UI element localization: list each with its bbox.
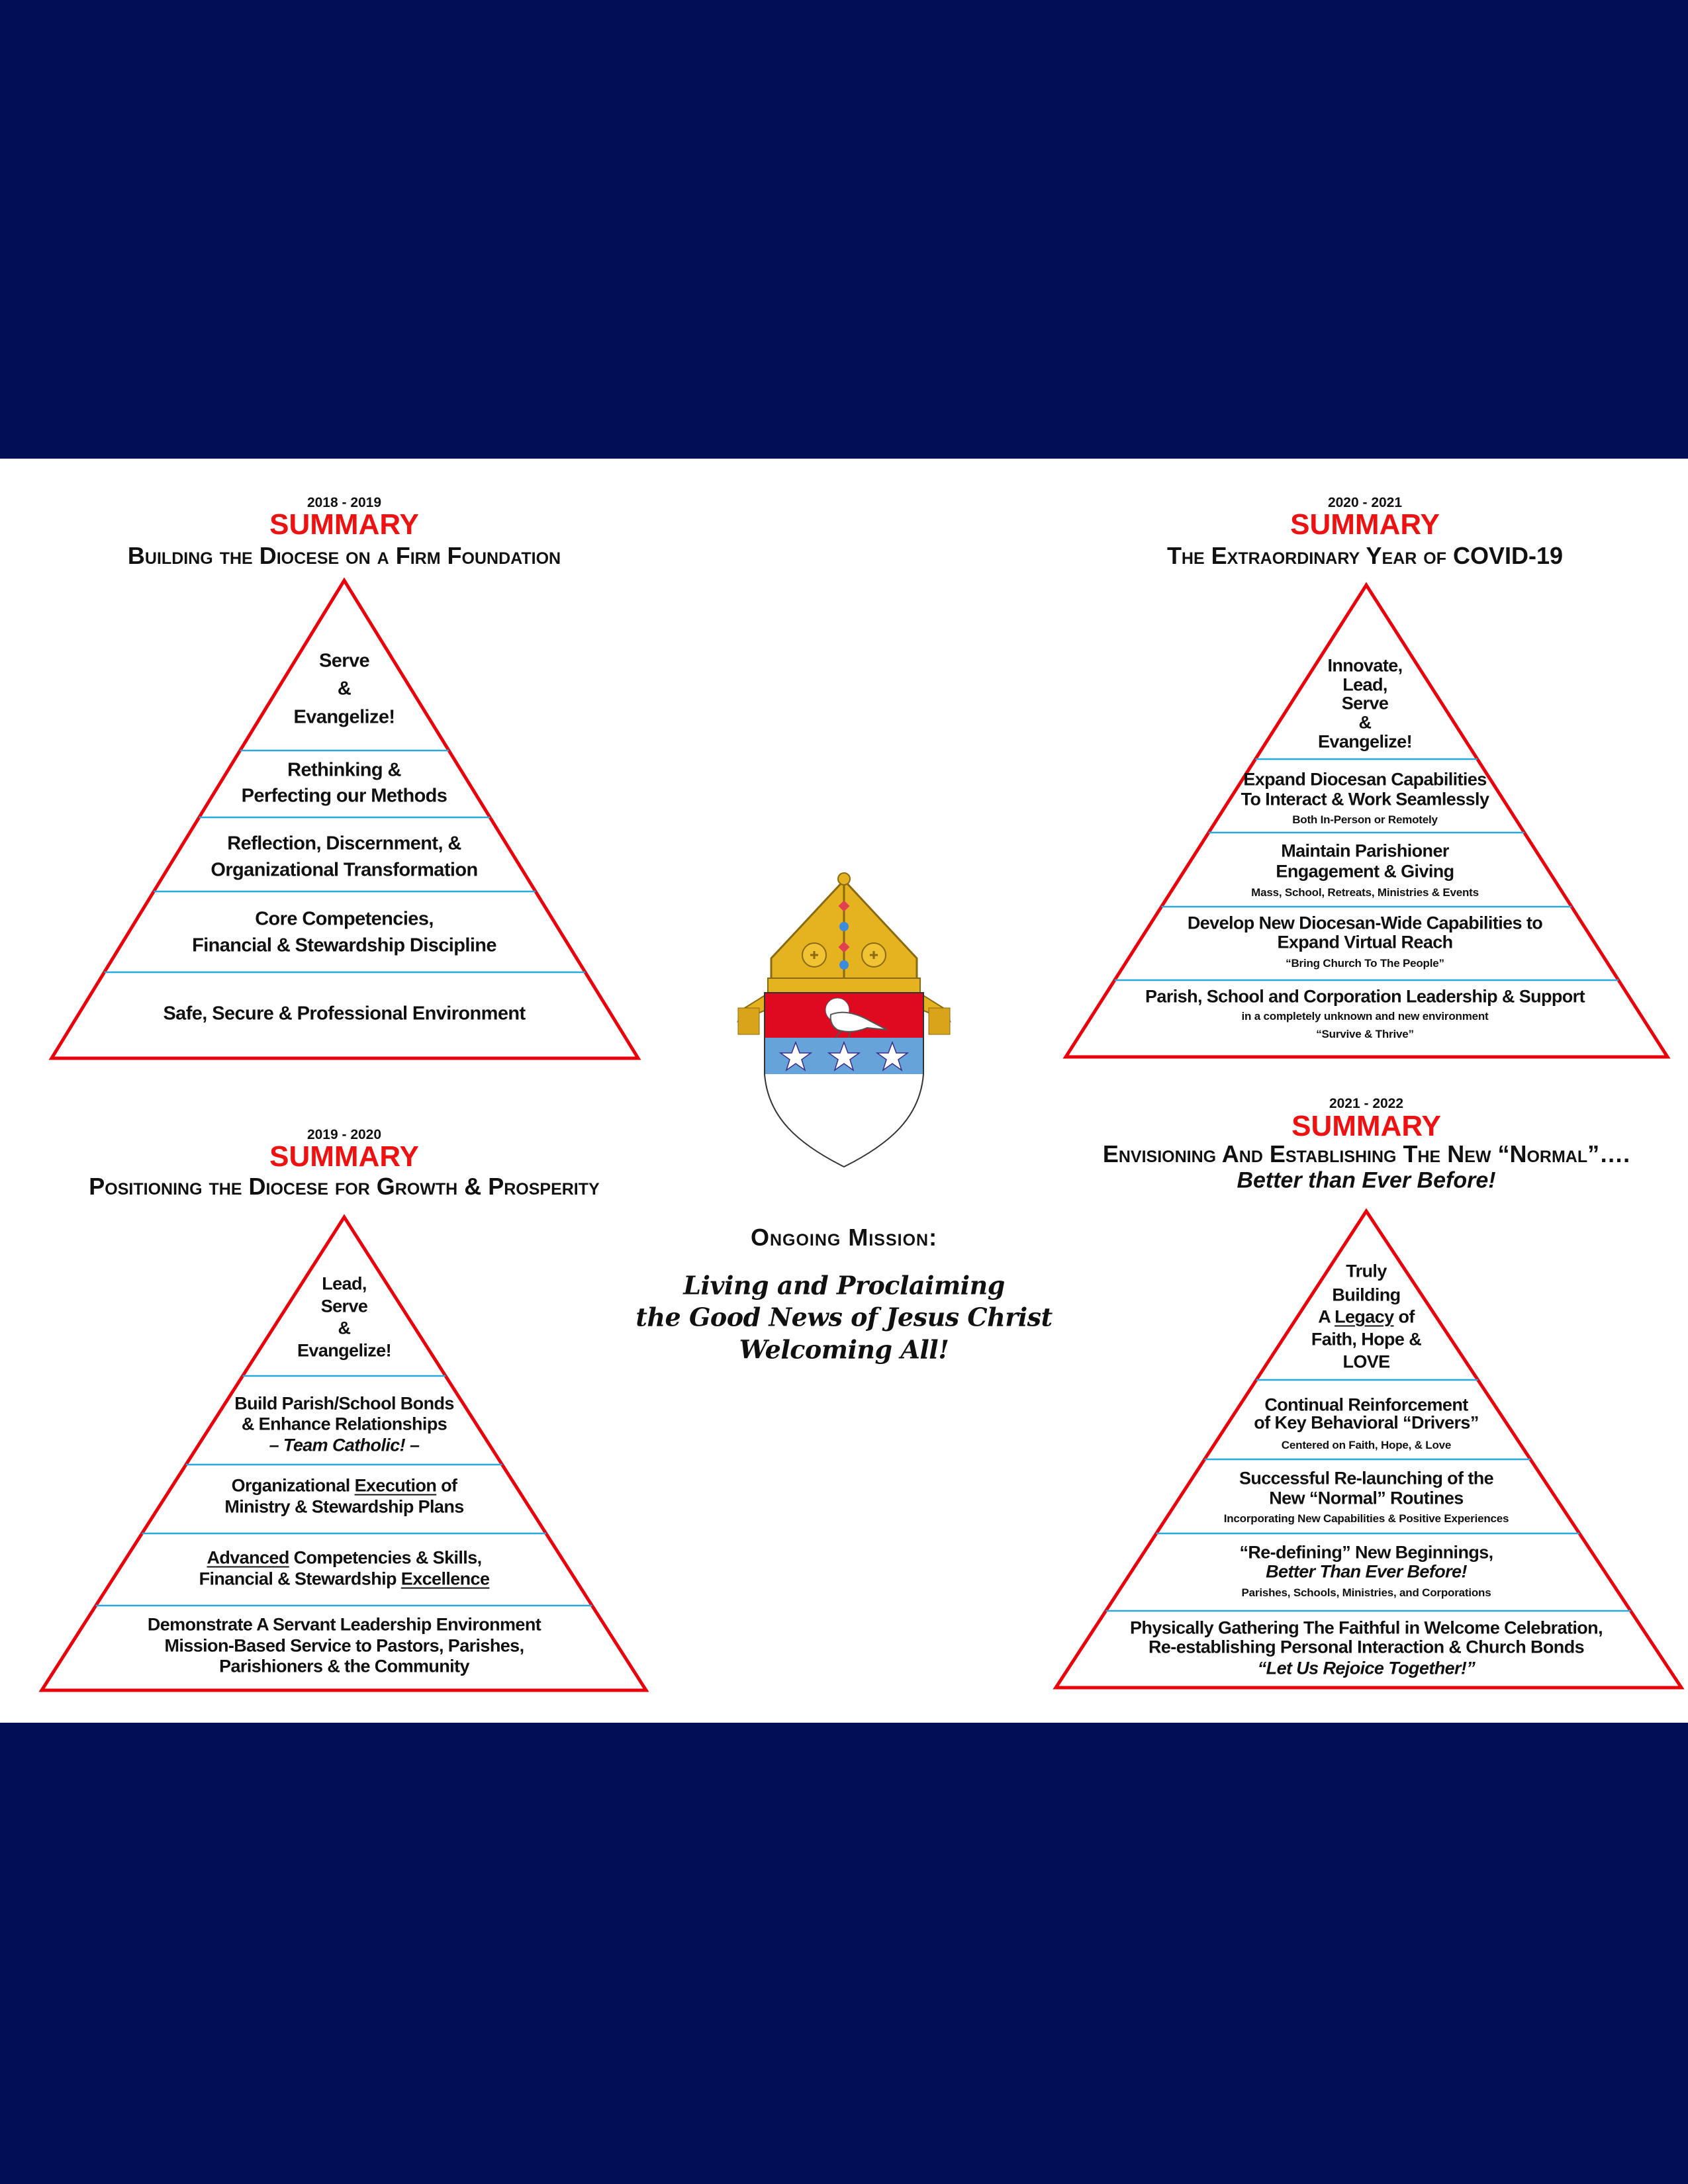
tier-2-text: of Key Behavioral “Drivers” bbox=[1254, 1412, 1479, 1433]
summary-tagline: Better than Ever Before! bbox=[1237, 1167, 1496, 1193]
tier-1-text: Serve bbox=[320, 1296, 368, 1316]
underlined-word: Advanced bbox=[207, 1547, 289, 1568]
year-range: 2020 - 2021 bbox=[1327, 495, 1403, 510]
mission-heading: Ongoing Mission: bbox=[750, 1224, 938, 1251]
tier-4-text: Better Than Ever Before! bbox=[1266, 1561, 1467, 1582]
tier-4-text: Financial & Stewardship Excellence bbox=[199, 1569, 490, 1589]
year-range: 2018 - 2019 bbox=[306, 495, 382, 510]
tier-3-text: Mass, School, Retreats, Ministries & Eve… bbox=[1251, 886, 1479, 899]
summary-subtitle: The Extraordinary Year of COVID-19 bbox=[1166, 542, 1564, 569]
eagle-icon bbox=[825, 997, 888, 1038]
summary-subtitle: Building the Diocese on a Firm Foundatio… bbox=[127, 542, 561, 569]
summary-heading: SUMMARY bbox=[1290, 508, 1440, 541]
underlined-word: Execution bbox=[354, 1475, 437, 1496]
tier-4-text: Expand Virtual Reach bbox=[1277, 932, 1453, 952]
tier-1-text: Evangelize! bbox=[293, 706, 396, 728]
tier-3-text: Engagement & Giving bbox=[1276, 861, 1454, 882]
summary-subtitle: Positioning the Diocese for Growth & Pro… bbox=[89, 1173, 600, 1200]
tier-2-text: To Interact & Work Seamlessly bbox=[1241, 789, 1489, 809]
mission-line: the Good News of Jesus Christ bbox=[635, 1302, 1053, 1332]
pyramid-outline-2021-2022 bbox=[1053, 1208, 1685, 1690]
tier-1-text: Evangelize! bbox=[1318, 731, 1413, 752]
tier-1-text: Serve bbox=[1341, 693, 1389, 713]
tier-3-text: New “Normal” Routines bbox=[1269, 1488, 1464, 1508]
tier-4-text: Advanced Competencies & Skills, bbox=[207, 1547, 482, 1568]
tier-1-text: Building bbox=[1332, 1285, 1401, 1305]
tier-5-text: Parishioners & the Community bbox=[219, 1656, 469, 1676]
tier-2-text: Continual Reinforcement bbox=[1264, 1394, 1468, 1415]
tier-1-text: LOVE bbox=[1342, 1351, 1390, 1372]
tier-2-text: Expand Diocesan Capabilities bbox=[1243, 769, 1487, 790]
underlined-word: Legacy bbox=[1335, 1306, 1394, 1327]
tier-4-text: Parishes, Schools, Ministries, and Corpo… bbox=[1241, 1586, 1491, 1599]
tier-1-text: Lead, bbox=[1342, 674, 1387, 695]
underlined-word: Excellence bbox=[400, 1569, 490, 1589]
tier-3-text: Successful Re-launching of the bbox=[1239, 1468, 1494, 1488]
mission-line: Welcoming All! bbox=[739, 1334, 949, 1365]
stars-icon bbox=[778, 1040, 910, 1071]
summary-heading: SUMMARY bbox=[1291, 1110, 1441, 1142]
tier-3-text: Ministry & Stewardship Plans bbox=[224, 1496, 464, 1517]
tier-3-text: Maintain Parishioner bbox=[1281, 841, 1449, 861]
tier-1-text: Faith, Hope & bbox=[1311, 1329, 1422, 1349]
tier-5-text: “Survive & Thrive” bbox=[1316, 1028, 1414, 1040]
tier-4-text: “Bring Church To The People” bbox=[1286, 957, 1444, 970]
diocese-coat-of-arms bbox=[736, 872, 952, 1168]
top-navy-band bbox=[0, 0, 1688, 459]
pyramid-outline-2018-2019 bbox=[48, 577, 641, 1060]
tier-1-text: & bbox=[1358, 712, 1372, 733]
tier-5-text: Safe, Secure & Professional Environment bbox=[163, 1003, 526, 1024]
tier-1-text: & bbox=[337, 678, 352, 700]
summary-heading: SUMMARY bbox=[269, 508, 419, 541]
mitre-icon bbox=[736, 872, 952, 1035]
bottom-navy-band bbox=[0, 1723, 1688, 2184]
tier-2-text: Both In-Person or Remotely bbox=[1292, 813, 1438, 826]
tier-1-text: Truly bbox=[1346, 1261, 1387, 1281]
summary-subtitle: Envisioning And Establishing The New “No… bbox=[1102, 1140, 1630, 1167]
tier-2-text: & Enhance Relationships bbox=[241, 1414, 447, 1434]
shield bbox=[764, 992, 924, 1168]
pyramid-outline-2020-2021 bbox=[1062, 582, 1671, 1059]
summary-heading: SUMMARY bbox=[269, 1140, 419, 1173]
tier-4-text: Core Competencies, bbox=[255, 908, 434, 930]
tier-2-text: Rethinking & bbox=[287, 759, 401, 781]
tier-5-text: Parish, School and Corporation Leadershi… bbox=[1145, 986, 1585, 1007]
tier-5-text: Physically Gathering The Faithful in Wel… bbox=[1130, 1617, 1603, 1638]
tier-1-text: Serve bbox=[318, 650, 370, 672]
mission-line: Living and Proclaiming bbox=[683, 1270, 1005, 1300]
tier-1-text: Lead, bbox=[322, 1273, 367, 1294]
tier-2-text: Build Parish/School Bonds bbox=[234, 1393, 454, 1414]
year-range: 2019 - 2020 bbox=[306, 1127, 382, 1142]
tier-2-text: Perfecting our Methods bbox=[241, 785, 447, 807]
tier-5-text: Mission-Based Service to Pastors, Parish… bbox=[164, 1635, 525, 1656]
tier-1-text: & bbox=[338, 1318, 352, 1338]
tier-4-text: “Re-defining” New Beginnings, bbox=[1239, 1542, 1493, 1563]
year-range: 2021 - 2022 bbox=[1329, 1096, 1404, 1111]
tier-1-text: A Legacy of bbox=[1318, 1306, 1415, 1327]
tier-5-text: “Let Us Rejoice Together!” bbox=[1257, 1658, 1476, 1678]
tier-2-text: Centered on Faith, Hope, & Love bbox=[1281, 1439, 1452, 1451]
tier-5-text: Re-establishing Personal Interaction & C… bbox=[1148, 1637, 1585, 1657]
tier-3-text: Reflection, Discernment, & bbox=[227, 833, 461, 854]
tier-2-text: – Team Catholic! – bbox=[269, 1435, 420, 1455]
tier-1-text: Evangelize! bbox=[297, 1340, 392, 1361]
tier-3-text: Organizational Transformation bbox=[211, 859, 478, 881]
pyramid-outline-2019-2020 bbox=[38, 1214, 649, 1692]
tier-3-text: Organizational Execution of bbox=[231, 1475, 457, 1496]
tier-5-text: in a completely unknown and new environm… bbox=[1241, 1010, 1489, 1023]
tier-3-text: Incorporating New Capabilities & Positiv… bbox=[1223, 1512, 1509, 1525]
tier-4-text: Develop New Diocesan-Wide Capabilities t… bbox=[1187, 913, 1543, 933]
tier-4-text: Financial & Stewardship Discipline bbox=[192, 934, 496, 956]
tier-5-text: Demonstrate A Servant Leadership Environ… bbox=[147, 1614, 541, 1635]
tier-1-text: Innovate, bbox=[1327, 655, 1403, 676]
